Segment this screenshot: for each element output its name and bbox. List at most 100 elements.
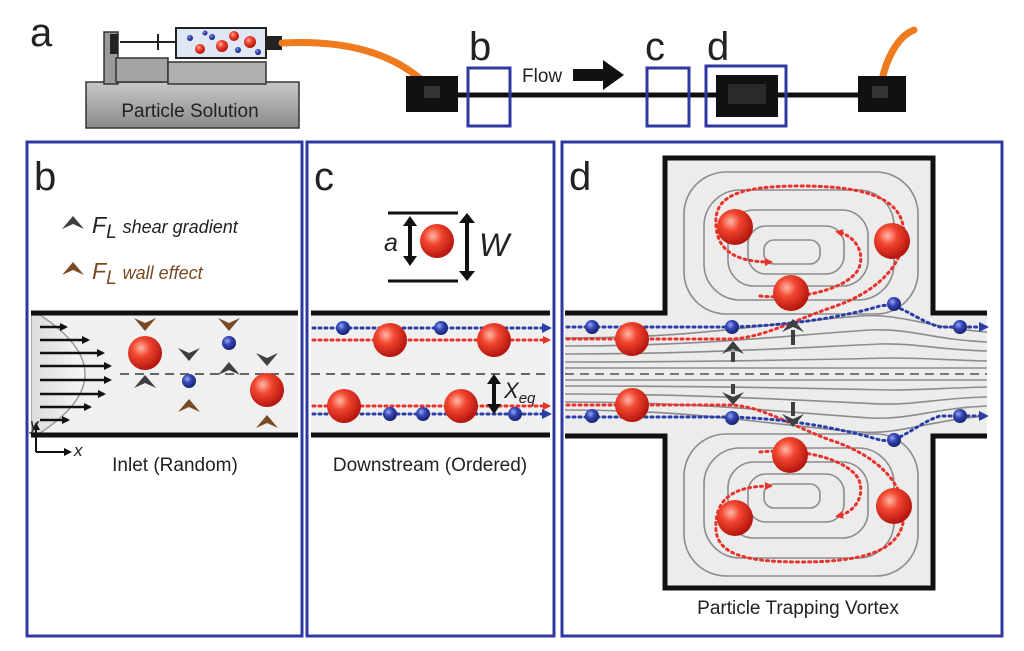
vortex-streamline [763,483,821,509]
trapped-particle [874,223,910,259]
wall-effect-arrow [178,399,200,412]
large-particle [444,389,478,423]
streamline [565,385,987,391]
channel-width-arrow [459,213,475,281]
small-particle [953,320,967,334]
legend-wall-label: wall effect [123,263,204,283]
small-particle [222,336,236,350]
syringe-large-particle [195,44,205,54]
y-axis-label: y [29,415,40,434]
large-particle-trajectory [565,184,906,341]
small-particle-trajectory [565,303,989,332]
small-particle [725,411,739,425]
pump-slide [115,57,169,83]
legend-fl-wall-subscript: L [106,268,117,289]
syringe-tip [266,36,282,50]
shear-gradient-arrow [218,362,240,375]
panel-c-frame [305,140,556,638]
shear-gradient-arrow [782,319,804,332]
region-b-marker [466,66,512,128]
streamline [565,357,987,363]
wall-effect-lift-icon [62,262,84,275]
small-particle [725,320,739,334]
syringe-small-particle [235,47,241,53]
panel-b-label: b [34,155,56,199]
large-particle [250,373,284,407]
panel-a: a Particle Solution [30,11,918,129]
vortex-streamline [763,239,821,265]
marker-c-label: c [645,25,665,69]
small-particle [585,409,599,423]
particle-size-label: a [384,229,398,257]
small-particle [434,321,448,335]
large-particle [327,389,361,423]
plunger-thumb [110,34,118,54]
flow-arrow-icon [573,60,624,90]
trapped-particle [717,500,753,536]
large-particle [615,388,649,422]
chamber-bottom-wall [565,433,987,591]
region-d-marker [704,64,788,128]
shear-gradient-lift-icon [62,216,84,229]
wall-effect-arrow [218,318,240,331]
chamber-top-wall [565,155,987,316]
panel-c-caption: Downstream (Ordered) [333,455,527,476]
vortex-streamline [683,433,919,577]
streamlines [565,171,987,577]
small-particle [887,297,901,311]
particle-size-arrow [403,216,417,266]
inlet-port-opening [424,86,440,98]
panel-b-caption: Inlet (Random) [112,455,238,476]
syringe-large-particle [216,40,228,52]
shear-gradient-arrow [722,392,744,405]
panel-c-label: c [314,155,334,199]
trapped-particle [876,488,912,524]
pump-cradle [167,61,267,85]
large-particle [477,323,511,357]
legend-fl-subscript: L [106,222,117,243]
small-particle [887,433,901,447]
large-particle [373,323,407,357]
xeq-main: X [503,378,520,403]
large-particle [128,336,162,370]
trapped-particle [772,437,808,473]
trap-chamber-inner [728,84,766,104]
syringe-small-particle [209,34,215,40]
small-particle [585,320,599,334]
streamline [565,409,987,434]
small-particle [416,407,430,421]
panel-c: c a W Xeq Downstream (Ordered) [305,140,556,638]
syringe-large-particle [244,36,256,48]
marker-d-label: d [707,25,729,69]
legend-fl: F [92,212,108,238]
equilibrium-label: Xeq [503,378,536,407]
panel-d: d [560,140,1004,638]
large-particle-trajectory [565,403,906,564]
vortex-streamline [747,225,845,275]
syringe-small-particle [255,49,261,55]
panel-d-frame [560,140,1004,638]
shear-gradient-arrow [256,353,278,366]
streamline [565,314,987,339]
shear-gradient-arrow [782,414,804,427]
xeq-subscript: eq [519,390,536,407]
shear-gradient-arrow [722,341,744,354]
shear-gradient-arrow [178,348,200,361]
shear-gradient-arrow [134,375,156,388]
small-particle-trajectory [565,411,989,442]
panel-d-caption: Particle Trapping Vortex [697,598,899,619]
large-particle [615,322,649,356]
region-c-marker [645,66,691,128]
parabolic-velocity-profile [31,314,86,434]
vortex-streamline [683,171,919,315]
syringe-small-particle [202,30,208,36]
velocity-arrows [40,323,112,424]
small-particle [383,407,397,421]
outlet-port-opening [872,86,888,98]
small-particle [182,374,196,388]
pump-label: Particle Solution [121,101,258,122]
